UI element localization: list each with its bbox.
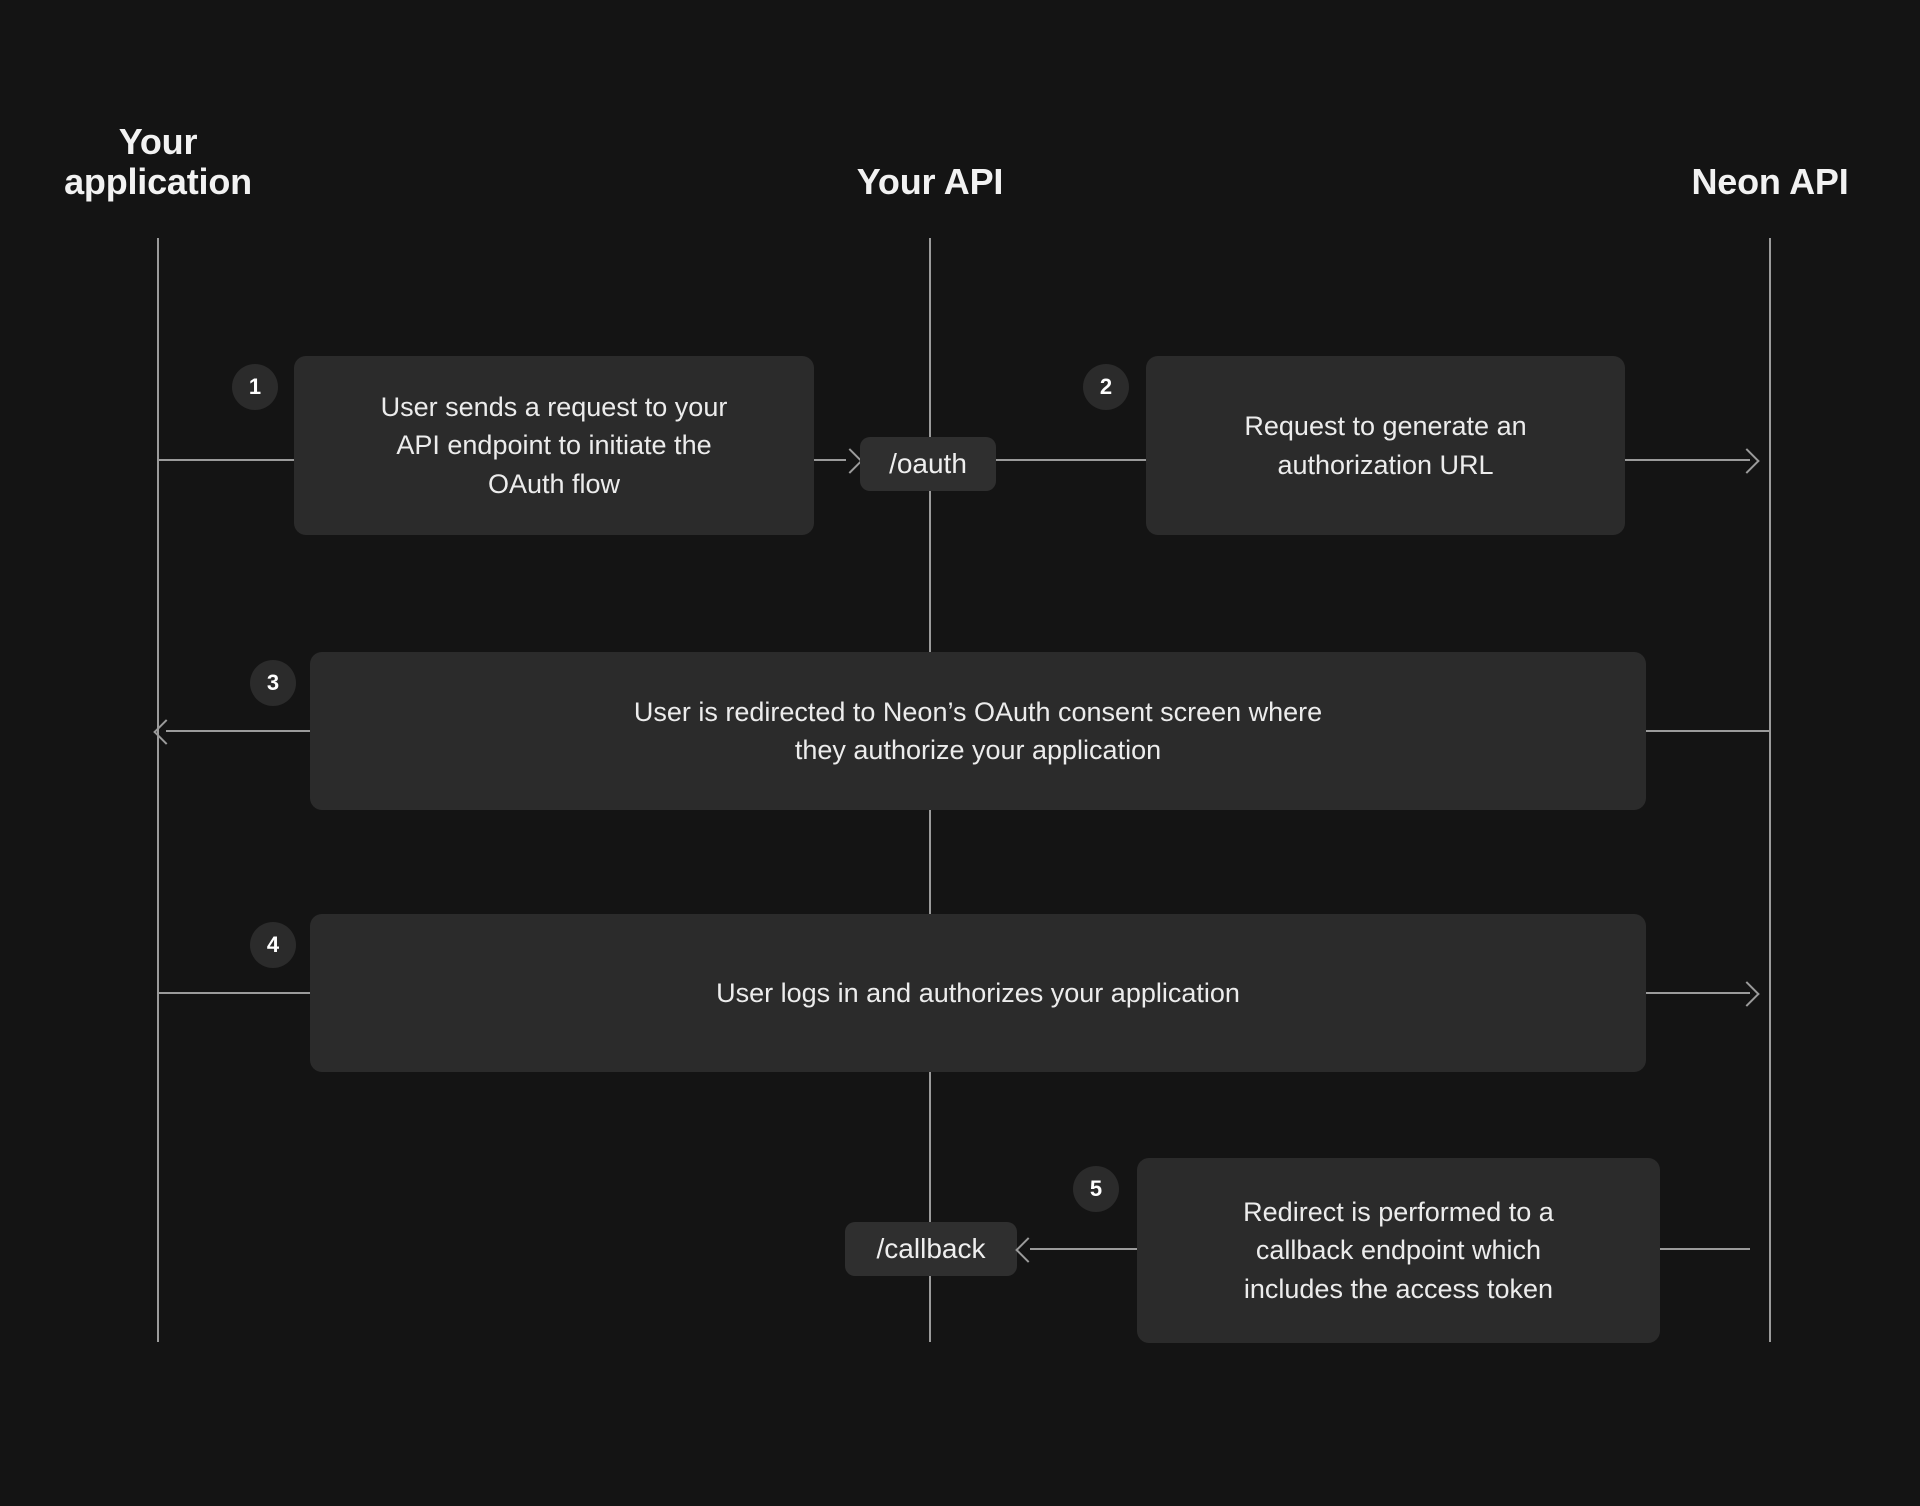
connector-step4-left <box>158 992 310 994</box>
arrowhead-right-step2-icon <box>1734 448 1760 474</box>
arrowhead-right-step1-icon <box>837 448 863 474</box>
step-badge-2: 2 <box>1083 364 1129 410</box>
step-badge-1: 1 <box>232 364 278 410</box>
message-box-step-1: User sends a request to your API endpoin… <box>294 356 814 535</box>
connector-step2-left <box>996 459 1146 461</box>
connector-step4-right <box>1646 992 1750 994</box>
connector-step5-right <box>1660 1248 1750 1250</box>
endpoint-pill-oauth-label: /oauth <box>889 448 967 479</box>
endpoint-pill-callback-label: /callback <box>876 1233 986 1264</box>
message-text-step-3: User is redirected to Neon’s OAuth conse… <box>633 696 1323 765</box>
endpoint-pill-callback[interactable]: /callback <box>845 1222 1017 1276</box>
step-badge-5: 5 <box>1073 1166 1119 1212</box>
connector-step3-right <box>1646 730 1770 732</box>
message-text-step-2: Request to generate an authorization URL <box>1244 411 1527 480</box>
arrowhead-right-step4-icon <box>1734 981 1760 1007</box>
message-box-step-4: User logs in and authorizes your applica… <box>310 914 1646 1072</box>
arrowhead-left-step5-icon <box>1015 1237 1041 1263</box>
participant-header-your-application: Your application <box>64 121 252 203</box>
message-text-step-1: User sends a request to your API endpoin… <box>380 392 728 499</box>
step-badge-3: 3 <box>250 660 296 706</box>
step-badge-4: 4 <box>250 922 296 968</box>
message-text-step-4: User logs in and authorizes your applica… <box>716 977 1240 1008</box>
message-box-step-5: Redirect is performed to a callback endp… <box>1137 1158 1660 1343</box>
endpoint-pill-oauth[interactable]: /oauth <box>860 437 996 491</box>
message-box-step-3: User is redirected to Neon’s OAuth conse… <box>310 652 1646 810</box>
connector-step1-left <box>158 459 294 461</box>
lifeline-your-application <box>157 238 159 1342</box>
participant-header-neon-api: Neon API <box>1691 161 1849 202</box>
participant-header-your-api: Your API <box>856 161 1004 202</box>
connector-step2-right <box>1625 459 1750 461</box>
message-text-step-5: Redirect is performed to a callback endp… <box>1243 1197 1554 1304</box>
lifeline-neon-api <box>1769 238 1771 1342</box>
connector-step5-to-pill <box>1030 1248 1137 1250</box>
connector-step3-left <box>166 730 310 732</box>
message-box-step-2: Request to generate an authorization URL <box>1146 356 1625 535</box>
connector-step1-to-pill <box>814 459 846 461</box>
